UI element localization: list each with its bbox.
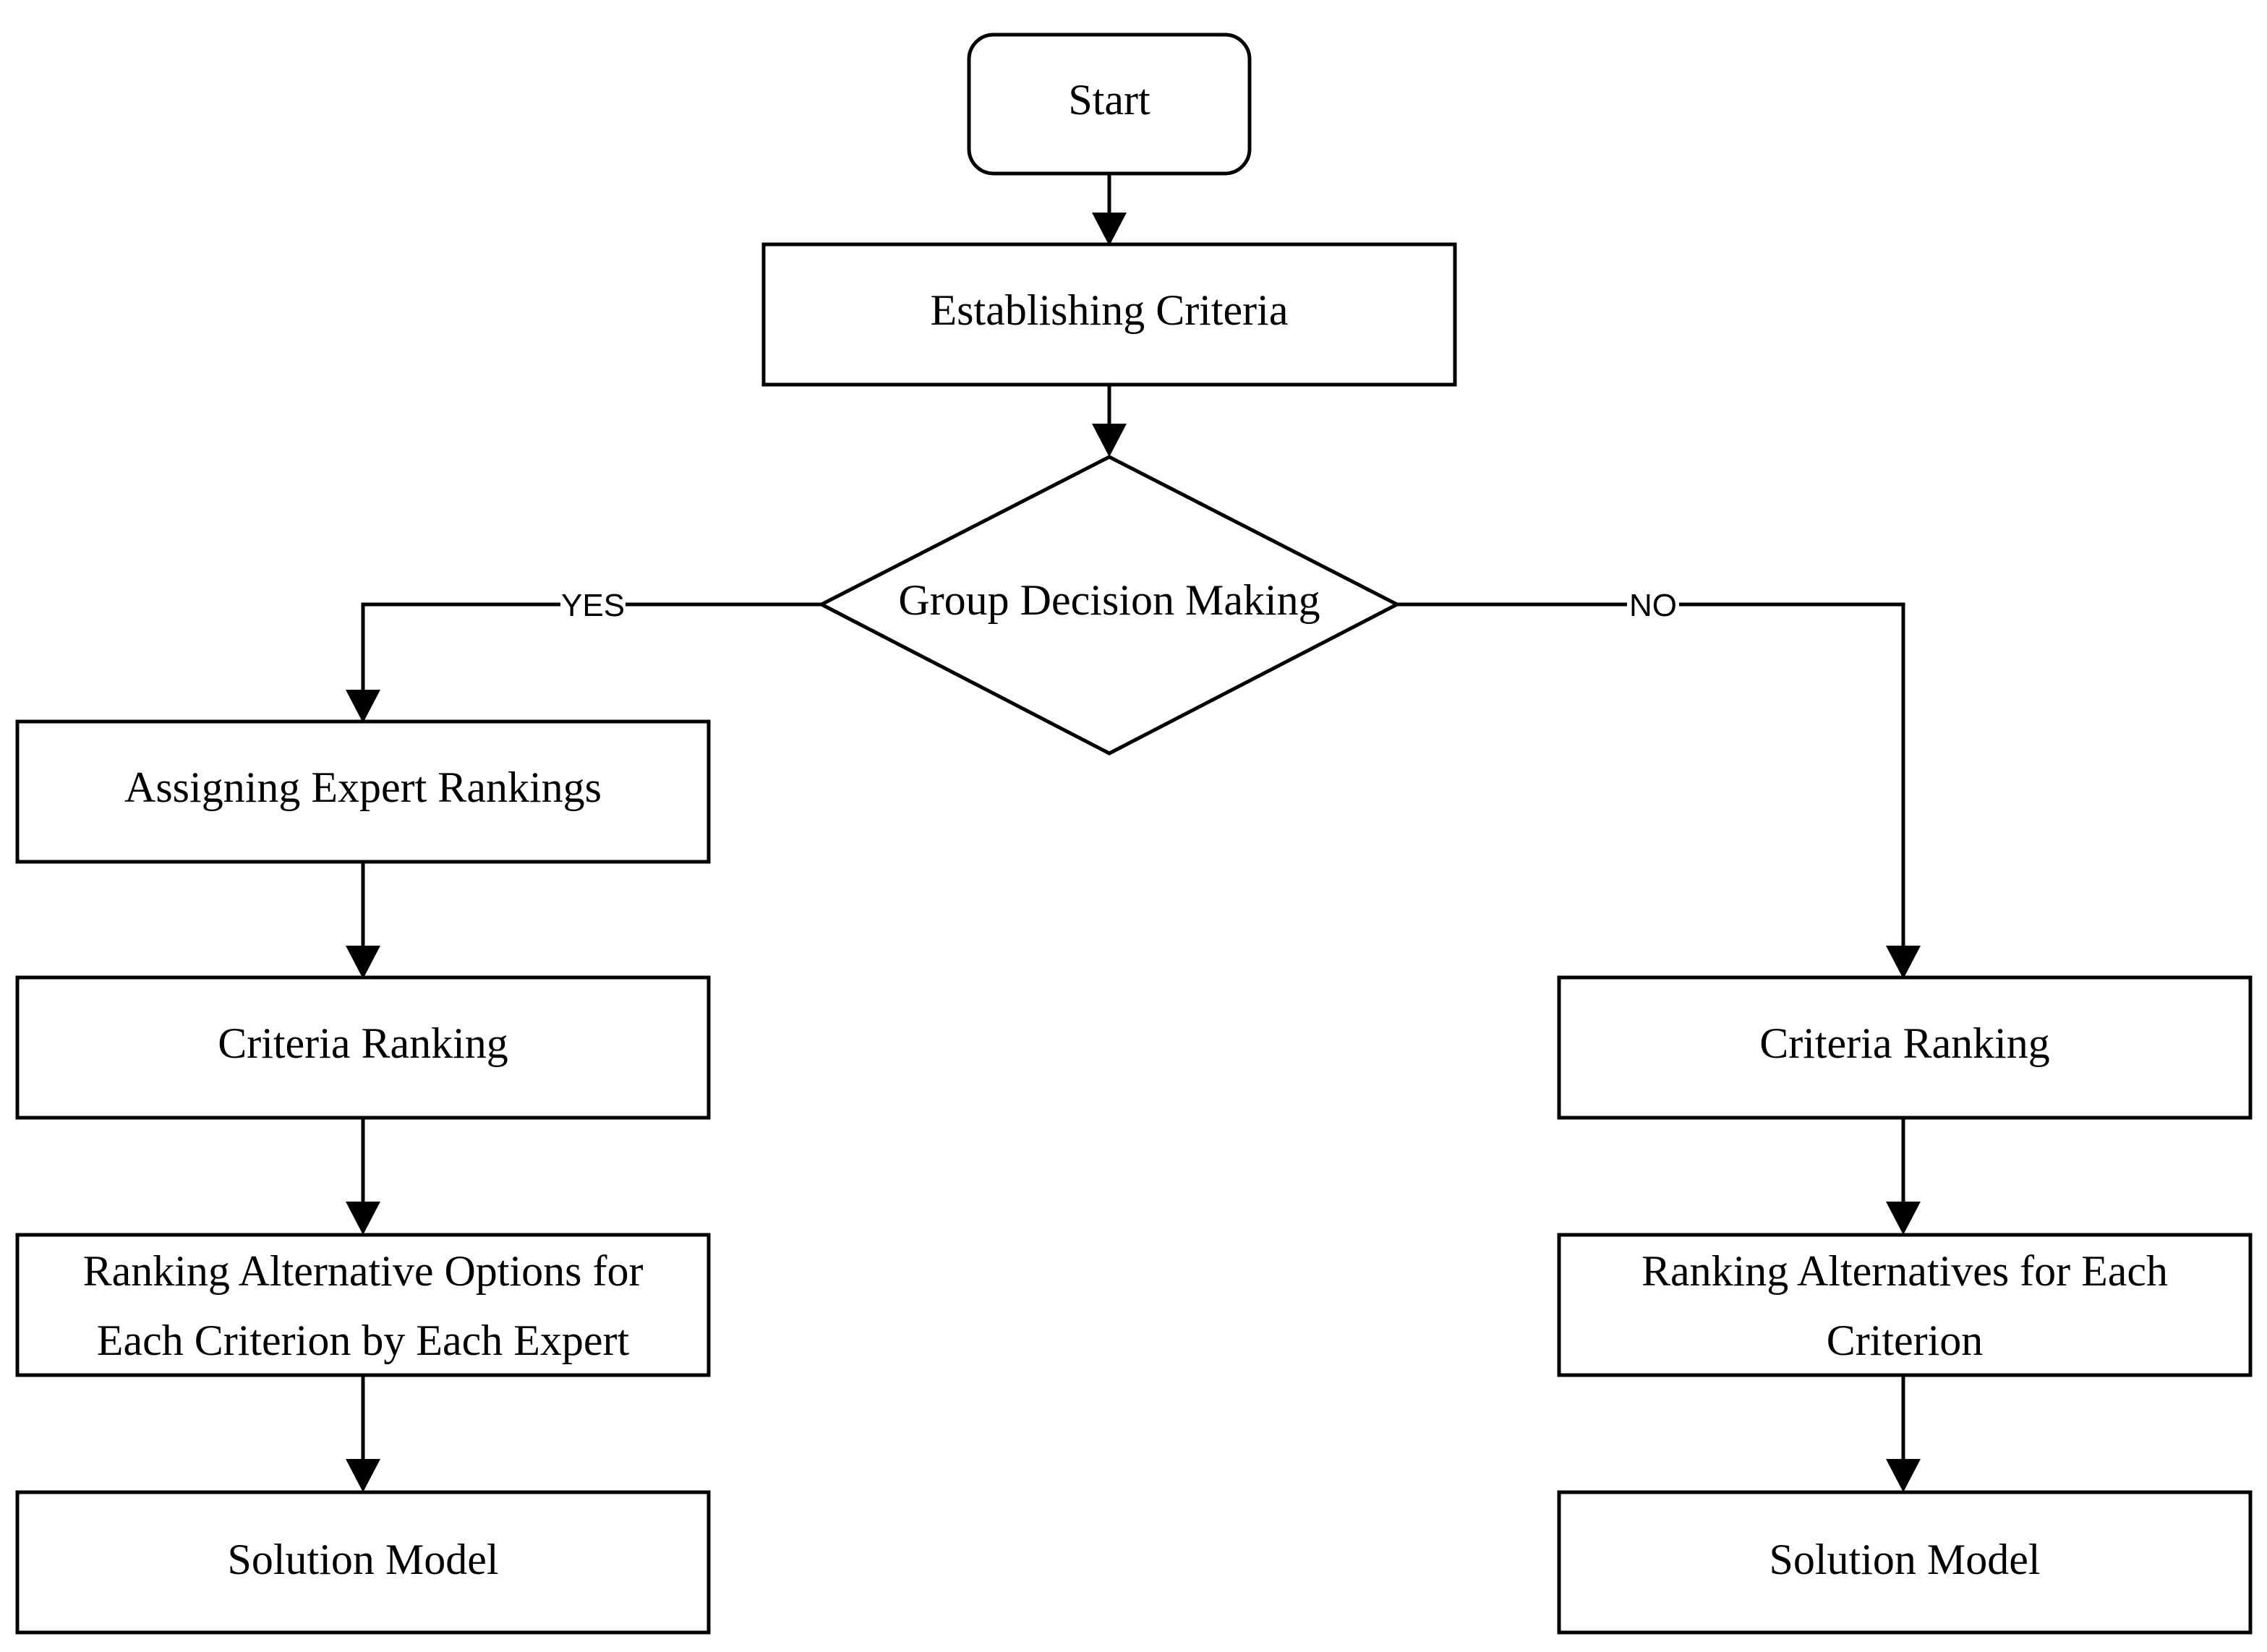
right-criteria-ranking-node: Criteria Ranking: [1557, 975, 2253, 1120]
arrowhead-establish: [1092, 213, 1127, 246]
left-criteria-ranking-label: Criteria Ranking: [218, 1019, 508, 1067]
connector-no-branch: [1397, 602, 1905, 949]
no-branch-label: NO: [1629, 588, 1677, 623]
left-solution-model-label: Solution Model: [227, 1536, 498, 1583]
left-ranking-alternatives-line1: Ranking Alternative Options for: [83, 1247, 644, 1295]
arrowhead-assign: [346, 690, 380, 723]
left-solution-model-node: Solution Model: [15, 1490, 711, 1635]
arrowhead-right-criteria: [1886, 946, 1921, 979]
establish-criteria-label: Establishing Criteria: [931, 286, 1289, 334]
connector-yes-branch: [361, 602, 821, 693]
left-ranking-alternatives-node: Ranking Alternative Options for Each Cri…: [15, 1233, 711, 1377]
right-ranking-alternatives-node: Ranking Alternatives for Each Criterion: [1557, 1233, 2253, 1377]
establish-criteria-node: Establishing Criteria: [761, 242, 1457, 387]
arrowhead-right-ranking: [1886, 1202, 1921, 1235]
left-ranking-alternatives-line2: Each Criterion by Each Expert: [97, 1317, 630, 1364]
group-decision-label: Group Decision Making: [898, 576, 1320, 624]
arrowhead-left-criteria: [346, 946, 380, 979]
start-node-label: Start: [1068, 76, 1150, 124]
arrowhead-left-ranking: [346, 1202, 380, 1235]
yes-branch-label-group: YES: [560, 586, 626, 623]
right-solution-model-node: Solution Model: [1557, 1490, 2253, 1635]
right-ranking-alternatives-line1: Ranking Alternatives for Each: [1641, 1247, 2168, 1295]
arrowhead-right-solution: [1886, 1459, 1921, 1492]
arrowhead-decision: [1092, 424, 1127, 457]
connectors: [346, 174, 1921, 1492]
no-branch-label-group: NO: [1627, 586, 1679, 623]
assign-expert-rankings-label: Assigning Expert Rankings: [124, 763, 602, 811]
yes-branch-label: YES: [561, 588, 625, 623]
right-criteria-ranking-label: Criteria Ranking: [1759, 1019, 2050, 1067]
group-decision-node: Group Decision Making: [817, 455, 1401, 756]
assign-expert-rankings-node: Assigning Expert Rankings: [15, 719, 711, 864]
right-solution-model-label: Solution Model: [1769, 1536, 2040, 1583]
right-ranking-alternatives-line2: Criterion: [1827, 1317, 1984, 1364]
left-criteria-ranking-node: Criteria Ranking: [15, 975, 711, 1120]
arrowhead-left-solution: [346, 1459, 380, 1492]
start-node: Start: [967, 33, 1252, 176]
